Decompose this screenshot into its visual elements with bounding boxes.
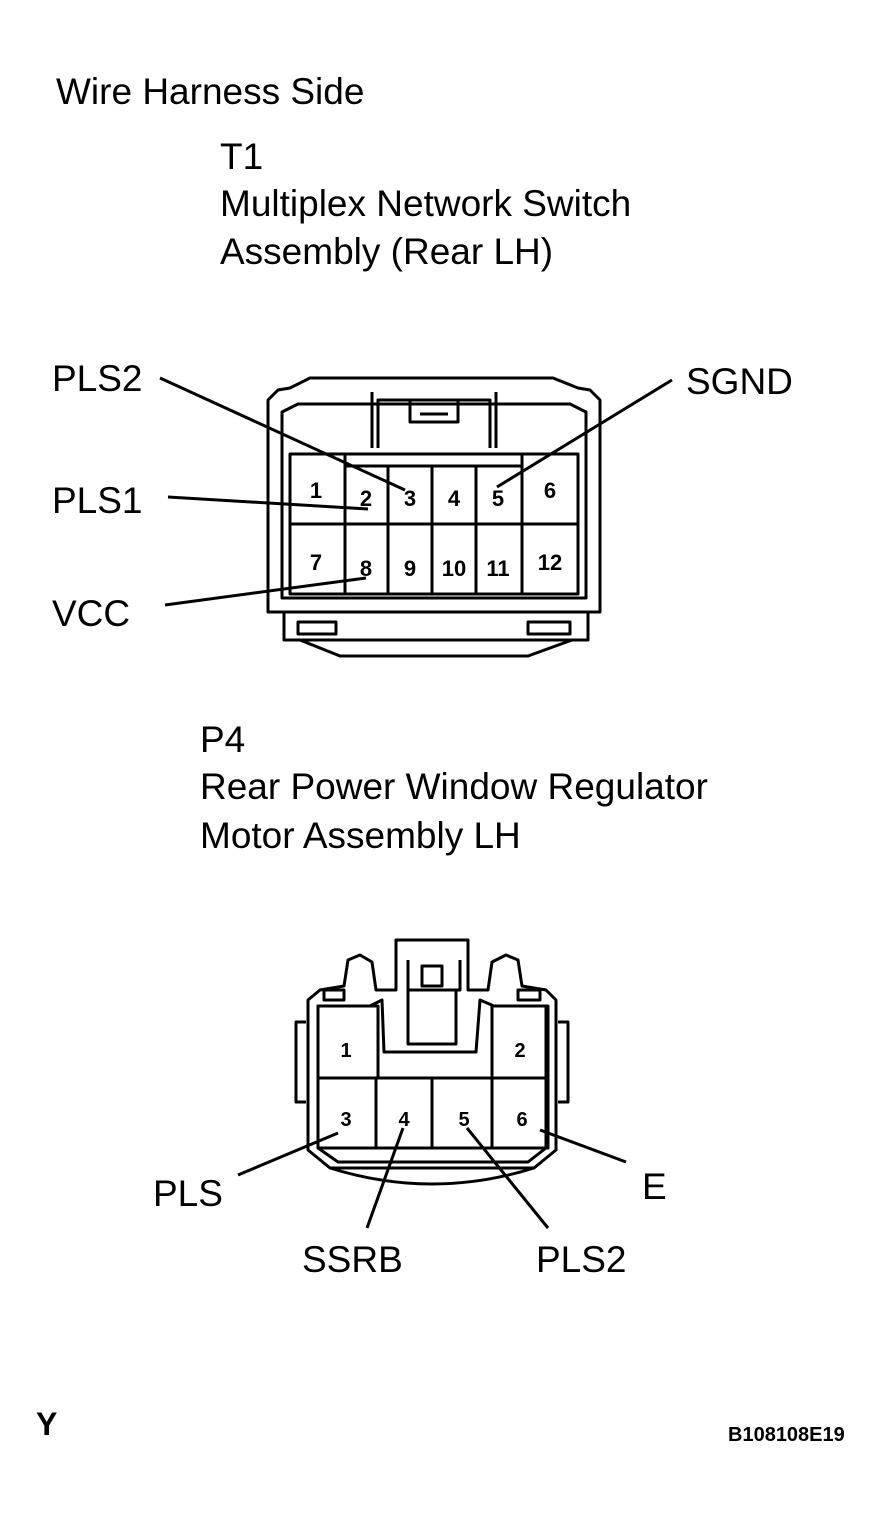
t1-cavity-grid	[288, 452, 580, 596]
p4-signal-ssrb: SSRB	[302, 1239, 403, 1280]
t1-pin-1: 1	[310, 478, 322, 503]
t1-pin-5: 5	[492, 486, 504, 511]
t1-signal-pls1: PLS1	[52, 480, 143, 521]
t1-pin-10: 10	[442, 556, 466, 581]
p4-signal-pls2: PLS2	[536, 1239, 627, 1280]
t1-pin-11: 11	[486, 556, 509, 581]
t1-pin-7: 7	[310, 550, 322, 575]
t1-pin-8: 8	[360, 556, 372, 581]
wire-harness-side-label: Wire Harness Side	[56, 71, 365, 112]
p4-leader-lines	[237, 1127, 627, 1229]
t1-signal-sgnd: SGND	[686, 361, 793, 402]
p4-signal-pls: PLS	[153, 1173, 223, 1214]
t1-connector-name-line2: Assembly (Rear LH)	[220, 231, 554, 272]
t1-pin-9: 9	[404, 556, 416, 581]
p4-connector-code: P4	[200, 719, 246, 760]
p4-signal-e: E	[642, 1166, 667, 1207]
t1-pin-4: 4	[448, 486, 461, 511]
p4-connector-name-line1: Rear Power Window Regulator	[200, 766, 708, 807]
p4-pin-2: 2	[514, 1040, 525, 1062]
t1-pin-6: 6	[544, 478, 556, 503]
t1-connector-code: T1	[220, 136, 264, 177]
p4-pin-1: 1	[340, 1040, 351, 1062]
t1-leader-lines	[159, 376, 673, 607]
t1-pin-2: 2	[360, 486, 372, 511]
p4-connector-name-line2: Motor Assembly LH	[200, 815, 521, 856]
t1-connector-name-line1: Multiplex Network Switch	[220, 183, 632, 224]
p4-pin-4: 4	[398, 1109, 410, 1131]
t1-pin-12: 12	[538, 550, 562, 575]
p4-cavity-grid	[316, 1004, 550, 1150]
footer-left-mark: Y	[36, 1406, 58, 1442]
t1-signal-pls2: PLS2	[52, 358, 143, 399]
p4-pin-6: 6	[516, 1109, 527, 1131]
p4-pin-3: 3	[340, 1109, 351, 1131]
t1-signal-vcc: VCC	[52, 593, 131, 634]
p4-pin-5: 5	[458, 1109, 469, 1131]
figure-id: B108108E19	[728, 1424, 845, 1446]
t1-connector-body	[266, 376, 602, 658]
t1-pin-3: 3	[404, 486, 416, 511]
